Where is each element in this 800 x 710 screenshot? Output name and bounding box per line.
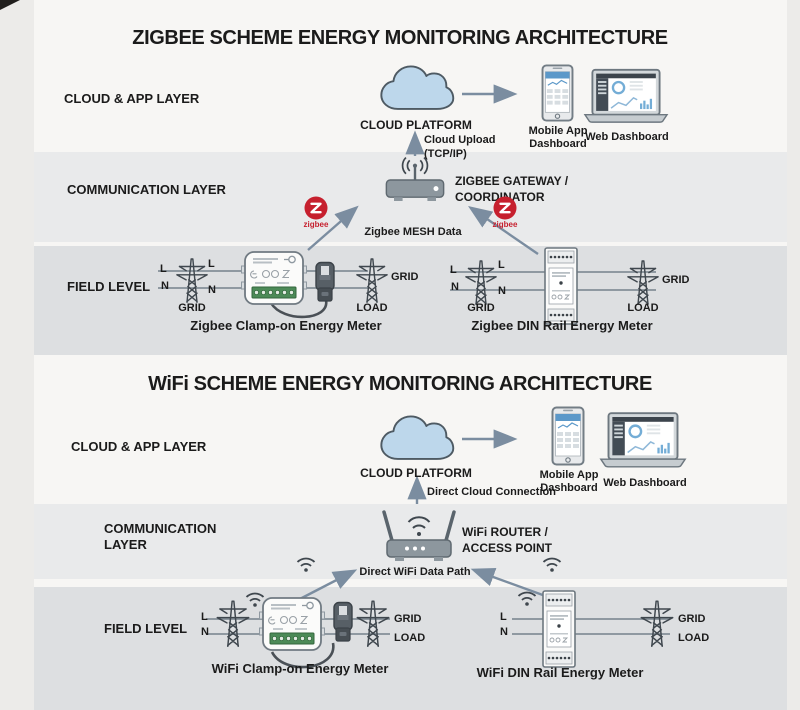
laptop-icon xyxy=(581,68,671,124)
wifi-signal-icon xyxy=(540,555,564,573)
line-n-label: N xyxy=(500,626,508,638)
zigbee-din-meter-caption: Zigbee DIN Rail Energy Meter xyxy=(471,318,653,333)
zigbee-logo-icon xyxy=(303,195,329,221)
wifi-comm-layer-label-2: LAYER xyxy=(104,537,147,552)
transmission-tower-icon xyxy=(174,254,210,304)
grid-label: GRID xyxy=(678,613,706,625)
cloud-icon xyxy=(377,412,455,466)
mobile-app-label: Mobile App xyxy=(528,125,588,137)
web-dashboard-label: Web Dashboard xyxy=(585,131,669,143)
line-n-label: N xyxy=(201,626,209,638)
zigbee-logo-icon xyxy=(492,195,518,221)
cloud-upload-label: Cloud Upload xyxy=(424,134,496,146)
wifi-comm-layer-label: COMMUNICATION xyxy=(104,521,217,536)
zigbee-field-band xyxy=(34,246,787,355)
mobile-app-label-2: Dashboard xyxy=(529,138,587,150)
line-n-label: N xyxy=(451,281,459,293)
line-l-label: L xyxy=(450,264,457,276)
wifi-signal-icon xyxy=(294,555,318,573)
wifi-data-path-label: Direct WiFi Data Path xyxy=(359,566,471,578)
transmission-tower-icon xyxy=(354,254,390,304)
web-dashboard-label: Web Dashboard xyxy=(603,477,687,489)
grid-label: GRID xyxy=(394,613,422,625)
zigbee-gateway-label: ZIGBEE GATEWAY / xyxy=(455,174,569,188)
mobile-app-label-2: Dashboard xyxy=(540,482,598,494)
grid-label: GRID xyxy=(178,302,206,314)
line-l-label: L xyxy=(201,611,208,623)
clamp-energy-meter-icon xyxy=(259,594,325,654)
zigbee-mesh-data-label: Zigbee MESH Data xyxy=(364,226,462,238)
line-l-label: L xyxy=(208,258,215,270)
mobile-phone-icon xyxy=(541,64,574,122)
load-label: LOAD xyxy=(394,632,426,644)
zigbee-wordmark: zigbee xyxy=(492,220,518,229)
line-l-label: L xyxy=(500,611,507,623)
zigbee-cloud-layer-label: CLOUD & APP LAYER xyxy=(64,91,200,106)
cloud-icon xyxy=(377,62,455,116)
grid-label: GRID xyxy=(662,274,690,286)
photo-corner-artifact xyxy=(0,0,20,10)
zigbee-gateway-label-2: COORDINATOR xyxy=(455,190,545,204)
transmission-tower-icon xyxy=(639,596,675,648)
wifi-router-label: WiFi ROUTER / xyxy=(462,525,548,539)
zigbee-gateway-icon xyxy=(373,155,457,205)
wifi-router-label-2: ACCESS POINT xyxy=(462,541,553,555)
clamp-energy-meter-icon xyxy=(241,250,307,306)
transmission-tower-icon xyxy=(625,256,661,306)
wifi-clamp-meter-caption: WiFi Clamp-on Energy Meter xyxy=(211,661,389,676)
din-rail-meter-icon xyxy=(540,589,578,669)
laptop-icon xyxy=(597,411,689,469)
zigbee-comm-layer-label: COMMUNICATION LAYER xyxy=(67,182,226,197)
ct-clamp-icon xyxy=(329,600,357,644)
mobile-phone-icon xyxy=(551,406,585,466)
load-label: LOAD xyxy=(678,632,710,644)
zigbee-section-title: ZIGBEE SCHEME ENERGY MONITORING ARCHITEC… xyxy=(132,27,668,49)
load-label: LOAD xyxy=(356,302,388,314)
wifi-field-level-label: FIELD LEVEL xyxy=(104,621,188,636)
cloud-platform-label: CLOUD PLATFORM xyxy=(360,466,472,480)
wifi-router-icon xyxy=(377,506,461,566)
zigbee-field-level-label: FIELD LEVEL xyxy=(67,279,151,294)
cloud-upload-label-2: (TCP/IP) xyxy=(424,148,467,160)
zigbee-clamp-meter-caption: Zigbee Clamp-on Energy Meter xyxy=(190,318,382,333)
direct-cloud-connection-label: Direct Cloud Connection xyxy=(427,486,556,498)
line-l-label: L xyxy=(498,259,505,271)
grid-label: GRID xyxy=(467,302,495,314)
mobile-app-label: Mobile App xyxy=(539,469,599,481)
transmission-tower-icon xyxy=(355,596,391,648)
zigbee-wordmark: zigbee xyxy=(303,220,329,229)
transmission-tower-icon xyxy=(463,256,499,306)
line-n-label: N xyxy=(498,285,506,297)
ct-clamp-icon xyxy=(311,261,339,303)
line-l-label: L xyxy=(160,263,167,275)
line-n-label: N xyxy=(208,284,216,296)
load-label: LOAD xyxy=(627,302,659,314)
line-n-label: N xyxy=(161,280,169,292)
cloud-platform-label: CLOUD PLATFORM xyxy=(360,118,472,132)
wifi-field-band xyxy=(34,587,787,710)
din-rail-meter-icon xyxy=(542,246,580,326)
wifi-cloud-layer-label: CLOUD & APP LAYER xyxy=(71,439,207,454)
wifi-signal-icon xyxy=(515,589,539,607)
wifi-din-meter-caption: WiFi DIN Rail Energy Meter xyxy=(476,665,644,680)
wifi-section-title: WiFi SCHEME ENERGY MONITORING ARCHITECTU… xyxy=(148,373,652,395)
grid-label: GRID xyxy=(391,271,419,283)
